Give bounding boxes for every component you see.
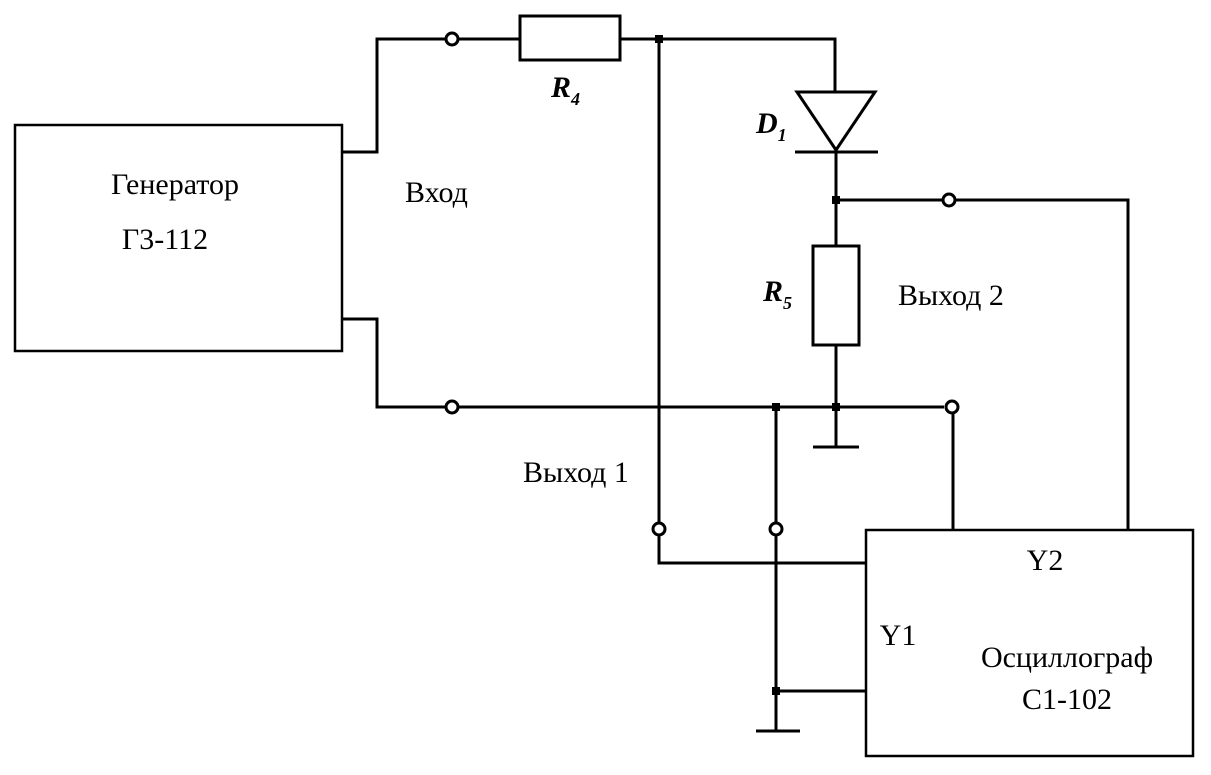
oscilloscope-model: С1-102 bbox=[1022, 683, 1112, 716]
terminal-input-bottom bbox=[444, 399, 460, 415]
wire-output2-to-y2 bbox=[956, 198, 1130, 530]
terminal-output1-right bbox=[768, 521, 784, 537]
terminal-output2-bottom bbox=[944, 399, 960, 415]
oscilloscope-block bbox=[864, 528, 1195, 758]
oscilloscope-title: Осциллограф bbox=[981, 641, 1153, 674]
wire-generator-top bbox=[342, 37, 447, 154]
resistor-r4 bbox=[518, 14, 622, 62]
output2-label: Выход 2 bbox=[898, 279, 1004, 312]
terminal-output1-left bbox=[651, 521, 667, 537]
terminal-output2-top bbox=[941, 192, 957, 208]
input-label: Вход bbox=[405, 176, 468, 209]
junction-node bbox=[772, 403, 780, 411]
terminal-input-top bbox=[444, 31, 460, 47]
generator-title: Генератор bbox=[111, 168, 239, 201]
junction-node bbox=[832, 403, 840, 411]
diode-d1 bbox=[794, 90, 878, 153]
junction-node bbox=[832, 196, 840, 204]
wire-r4-to-diode bbox=[620, 37, 837, 92]
r4-label: R4 bbox=[550, 71, 580, 109]
junction-node bbox=[655, 35, 663, 43]
r5-label: R5 bbox=[762, 275, 792, 313]
resistor-r5 bbox=[811, 244, 861, 347]
junction-node bbox=[772, 687, 780, 695]
output1-label: Выход 1 bbox=[523, 456, 629, 489]
oscilloscope-y2-label: Y2 bbox=[1027, 544, 1064, 577]
wire-generator-bottom bbox=[342, 317, 447, 409]
d1-label: D1 bbox=[755, 107, 787, 145]
generator-model: Г3-112 bbox=[122, 223, 208, 256]
wire-output1-to-y1 bbox=[657, 535, 866, 565]
oscilloscope-y1-label: Y1 bbox=[880, 619, 917, 652]
generator-block bbox=[13, 123, 344, 353]
